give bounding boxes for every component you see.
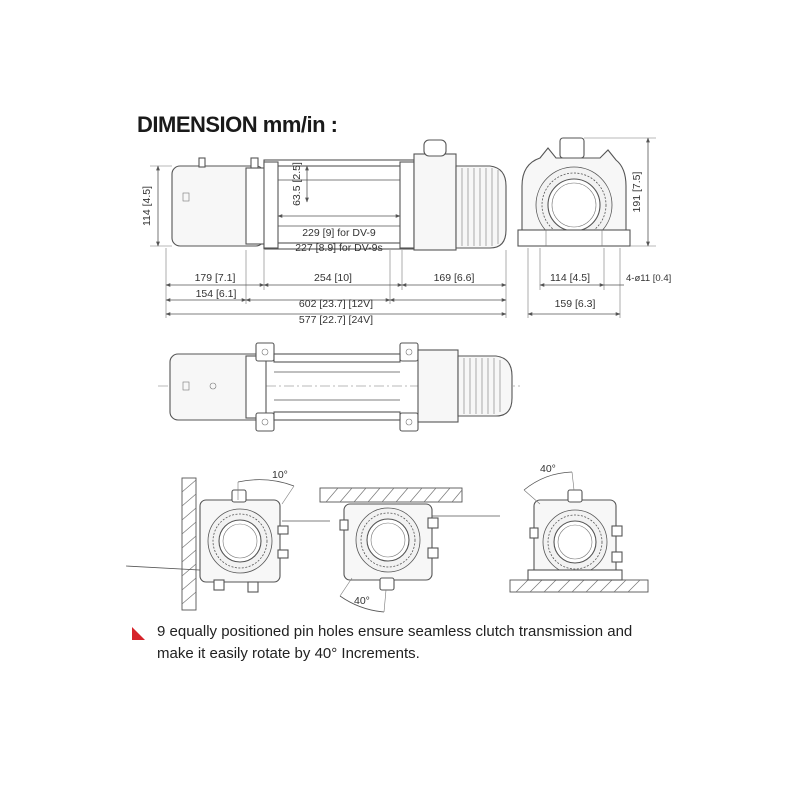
dim-drum-dv9: 229 [9] for DV-9 [302, 227, 376, 239]
dim-end-height: 191 [7.5] [631, 171, 643, 212]
dim-rope-pitch: 63.5 [2.5] [291, 162, 303, 206]
dim-drum-254: 254 [10] [314, 272, 352, 284]
dim-motor-154: 154 [6.1] [196, 288, 237, 300]
note-marker [132, 627, 145, 640]
side-view [150, 139, 507, 318]
dim-height-left: 114 [4.5] [141, 186, 153, 226]
dim-end-width: 159 [6.3] [555, 298, 596, 310]
note-line-1: 9 equally positioned pin holes ensure se… [157, 623, 633, 640]
dim-gear-169: 169 [6.6] [434, 272, 475, 284]
dim-motor-179: 179 [7.1] [195, 272, 236, 284]
mount-view-wall [125, 477, 330, 611]
dim-holes: 4-ø11 [0.4] [626, 273, 671, 284]
gearbox-ribs [461, 168, 499, 246]
end-view [517, 137, 656, 318]
dim-total-24v: 577 [22.7] [24V] [299, 314, 373, 326]
mount-view-floor [509, 471, 649, 593]
dim-bolt-114: 114 [4.5] [550, 272, 590, 284]
mount-view-ceiling [319, 487, 500, 613]
page-title: DIMENSION mm/in : [137, 112, 338, 137]
mount-angle-1: 10° [272, 469, 288, 481]
top-view [158, 342, 520, 432]
dim-drum-dv9s: 227 [8.9] for DV-9s [295, 242, 383, 254]
mount-angle-2: 40° [354, 595, 370, 607]
note-line-2: make it easily rotate by 40° Increments. [157, 645, 420, 662]
mount-angle-3: 40° [540, 463, 556, 475]
dim-total-12v: 602 [23.7] [12V] [299, 298, 373, 310]
